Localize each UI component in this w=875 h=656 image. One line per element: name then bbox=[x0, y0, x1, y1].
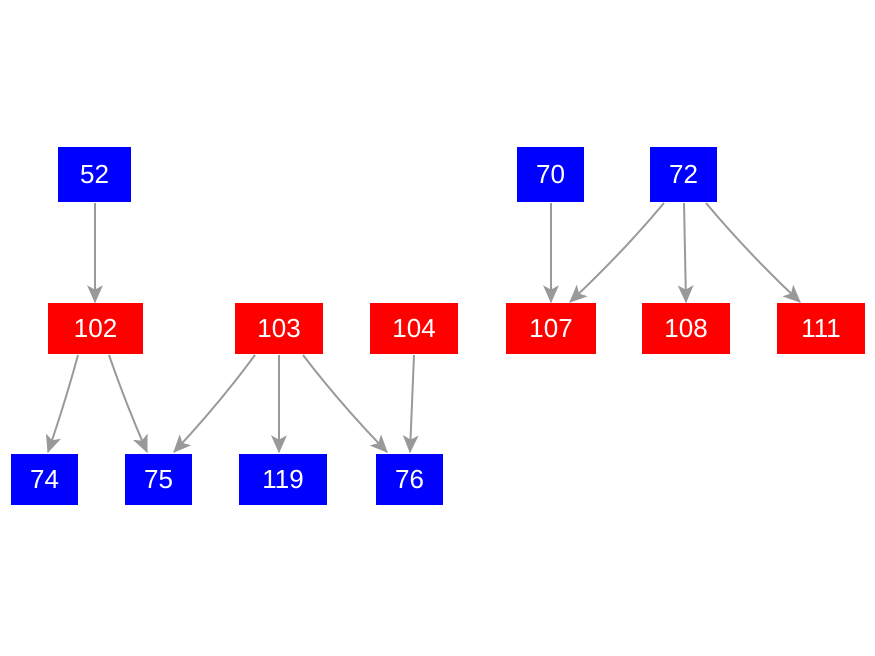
graph-node-72[interactable]: 72 bbox=[650, 147, 717, 202]
graph-node-label: 102 bbox=[73, 312, 118, 343]
graph-node-102[interactable]: 102 bbox=[48, 303, 143, 354]
graph-node-label: 108 bbox=[664, 312, 708, 343]
graph-node-label: 74 bbox=[30, 463, 59, 494]
graph-node-75[interactable]: 75 bbox=[125, 454, 192, 505]
graph-node-119[interactable]: 119 bbox=[239, 454, 327, 505]
graph-edge-102-to-75 bbox=[108, 354, 148, 454]
graph-edge-102-to-74 bbox=[45, 354, 79, 454]
graph-node-label: 76 bbox=[395, 463, 424, 494]
graph-edge-72-to-107 bbox=[569, 202, 665, 303]
graph-edge-72-to-108 bbox=[677, 202, 694, 304]
graph-node-70[interactable]: 70 bbox=[517, 147, 584, 202]
graph-node-label: 52 bbox=[80, 158, 109, 189]
edges-group bbox=[45, 202, 801, 454]
graph-node-label: 104 bbox=[392, 312, 436, 343]
graph-node-label: 119 bbox=[262, 463, 304, 494]
graph-node-107[interactable]: 107 bbox=[506, 303, 596, 354]
graph-node-76[interactable]: 76 bbox=[376, 454, 443, 505]
graph-node-108[interactable]: 108 bbox=[642, 303, 730, 354]
graph-edge-72-to-111 bbox=[705, 202, 801, 303]
graph-node-label: 103 bbox=[257, 312, 301, 343]
graph-node-label: 75 bbox=[144, 463, 173, 494]
graph-node-label: 72 bbox=[669, 158, 698, 189]
graph-node-52[interactable]: 52 bbox=[58, 147, 131, 202]
graph-node-104[interactable]: 104 bbox=[370, 303, 458, 354]
graph-node-label: 111 bbox=[801, 312, 841, 343]
graph-edge-103-to-75 bbox=[173, 354, 256, 453]
graph-node-label: 107 bbox=[529, 312, 573, 343]
graph-edge-104-to-76 bbox=[402, 354, 419, 454]
graph-node-111[interactable]: 111 bbox=[777, 303, 865, 354]
graph-node-74[interactable]: 74 bbox=[11, 454, 78, 505]
graph-node-label: 70 bbox=[536, 158, 565, 189]
graph-node-103[interactable]: 103 bbox=[235, 303, 323, 354]
graph-edge-103-to-76 bbox=[302, 354, 388, 453]
